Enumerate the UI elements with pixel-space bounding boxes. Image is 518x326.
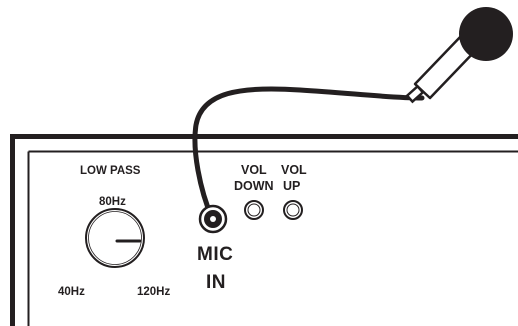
vol-down-label-line2: DOWN	[234, 179, 274, 193]
low-pass-label: LOW PASS	[80, 165, 141, 177]
low-pass-knob[interactable]	[86, 209, 144, 267]
microphone-head	[459, 7, 513, 61]
vol-up-label-line2: UP	[283, 179, 300, 193]
freq-40hz-label: 40Hz	[58, 286, 85, 298]
vol-up-label-line1: VOL	[281, 163, 307, 177]
microphone-icon	[407, 7, 513, 102]
mic-in-label-line2: IN	[206, 272, 226, 293]
knob-body[interactable]	[86, 209, 144, 267]
microphone-cable	[195, 89, 422, 218]
freq-80hz-label: 80Hz	[99, 196, 126, 208]
vol-down-label-line1: VOL	[241, 163, 267, 177]
mic-in-jack[interactable]	[200, 206, 226, 232]
mic-in-label-line1: MIC	[197, 244, 233, 265]
freq-120hz-label: 120Hz	[137, 286, 170, 298]
vol-down-button[interactable]	[245, 201, 263, 219]
vol-up-button[interactable]	[284, 201, 302, 219]
jack-center	[210, 216, 216, 222]
